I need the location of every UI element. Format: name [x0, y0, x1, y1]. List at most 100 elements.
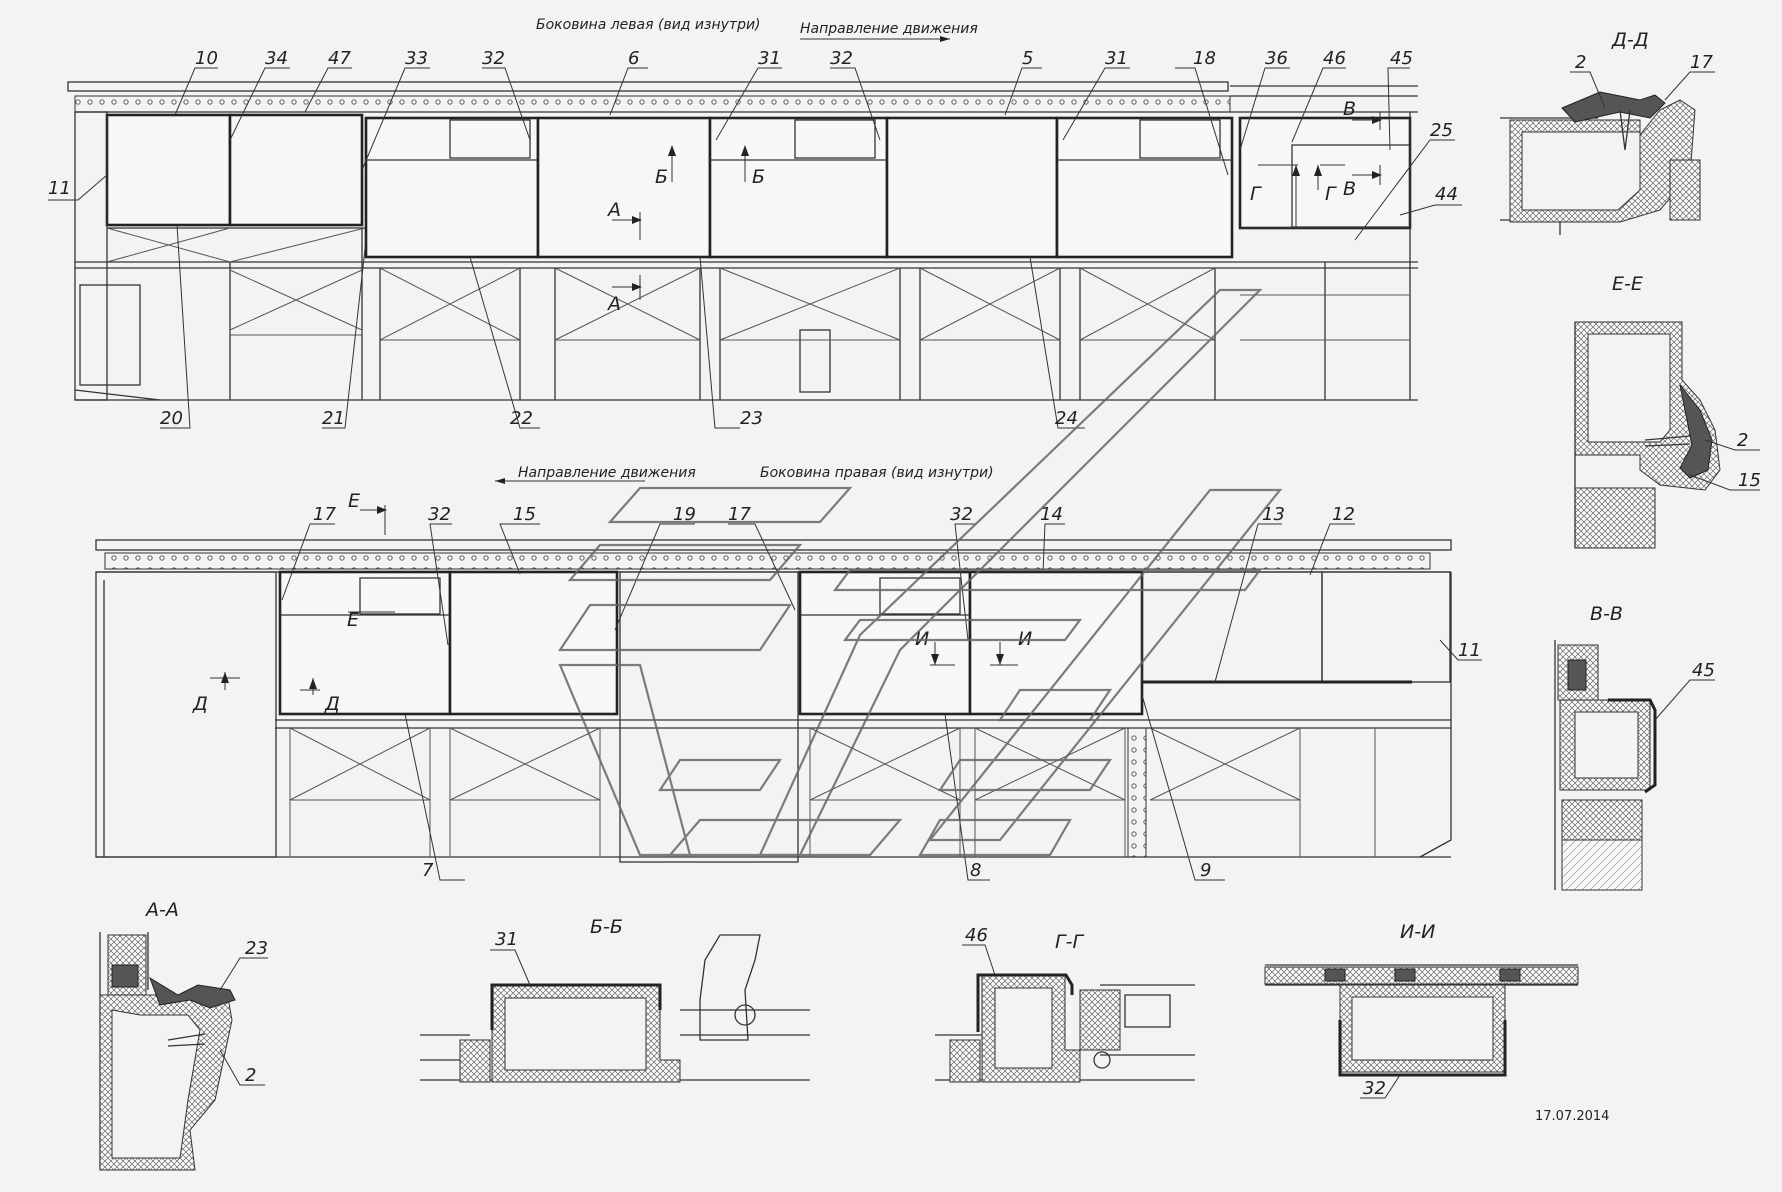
marker-g-lines: [1258, 164, 1345, 228]
right-truss-5: [1149, 727, 1376, 857]
callout-13: 13: [1262, 504, 1285, 525]
section-ii-label-32: 32: [1363, 1078, 1386, 1099]
section-aa: А-А 23 2: [99, 899, 268, 1171]
callout-10: 10: [195, 48, 218, 69]
leader-12: [1309, 523, 1355, 576]
callout-45: 45: [1390, 48, 1413, 69]
right-truss-3: [809, 727, 961, 857]
direction-arrow-bottom-icon: [495, 478, 505, 484]
marker-i-lines: [930, 642, 1018, 666]
section-ii: И-И 32: [1264, 921, 1579, 1099]
marker-v-lines: [1352, 112, 1381, 185]
right-roof-dots: [104, 552, 1431, 570]
leader-33: [361, 67, 430, 171]
callout-19: 19: [673, 504, 696, 525]
left-section-markers: Б Б А А Г Г В В: [606, 98, 1382, 315]
callout-46: 46: [1323, 48, 1346, 69]
left-window-7: [1055, 116, 1234, 259]
left-roof-dots: [74, 95, 1231, 113]
section-bb-title: Б-Б: [590, 916, 623, 938]
section-bb-track: [680, 1009, 810, 1036]
section-gg-leader-46: [962, 944, 996, 976]
right-lower-frame: [96, 572, 1452, 858]
section-bb: Б-Б 31: [420, 916, 810, 1083]
section-ii-cover: [1338, 1020, 1507, 1077]
left-truss-5: [554, 267, 701, 341]
left-truss-4: [379, 267, 521, 341]
right-truss-1: [289, 727, 431, 857]
drawing-date: 17.07.2014: [1535, 1109, 1609, 1124]
section-ee-seal: [1679, 384, 1713, 479]
leader-18: [1175, 67, 1229, 176]
right-top-callouts: 17 32 15 19 17 32 14 13 12 11: [281, 504, 1482, 683]
section-ii-seal-3: [1499, 968, 1521, 982]
leader-47: [304, 67, 352, 113]
left-step-box: [799, 329, 831, 393]
section-gg-title: Г-Г: [1055, 931, 1084, 953]
section-ii-leader-32: [1360, 1074, 1401, 1099]
section-aa-leader-23: [219, 957, 268, 991]
left-window-6: [885, 116, 1059, 259]
right-window-1: [278, 570, 452, 716]
right-bottom-callouts: 7 8 9: [404, 694, 1225, 881]
right-truss-2: [449, 727, 601, 857]
marker-a-bottom: А: [606, 293, 621, 315]
section-vv-label-45: 45: [1692, 660, 1715, 681]
marker-v-top: В: [1343, 98, 1356, 120]
right-truss-4: [974, 727, 1126, 857]
section-gg: Г-Г 46: [935, 925, 1195, 1083]
right-window-2: [448, 570, 619, 716]
section-dd-seal: [1561, 91, 1666, 123]
section-bb-latch-pivot: [734, 1004, 756, 1026]
right-window-3: [798, 570, 972, 716]
marker-g-arrow-icon: [1292, 165, 1322, 176]
callout-20: 20: [160, 408, 183, 429]
left-vent-2: [794, 119, 876, 159]
marker-v-bottom: В: [1343, 178, 1356, 200]
right-roof-rail: [95, 539, 1452, 551]
callout-32d: 32: [950, 504, 973, 525]
left-roof-rail: [67, 81, 1229, 92]
direction-arrow-top-icon: [940, 36, 950, 42]
section-bb-profile: [491, 984, 681, 1083]
left-bottom-callouts: 20 21 22 23 24: [160, 224, 1085, 429]
left-truss-8: [1079, 267, 1216, 341]
section-gg-clamp: [1079, 989, 1121, 1051]
section-vv-leader-45: [1654, 679, 1715, 721]
section-gg-profile: [981, 974, 1081, 1083]
leader-21: [322, 239, 367, 429]
right-side-title: Боковина правая (вид изнутри): [760, 465, 994, 481]
right-dotted-post: [1127, 727, 1147, 858]
callout-14: 14: [1040, 504, 1063, 525]
marker-d-left: Д: [192, 693, 208, 715]
leader-45: [1387, 67, 1410, 151]
section-ii-title: И-И: [1400, 921, 1435, 943]
section-ee-rivet: [1644, 435, 1691, 447]
section-dd-leader-17: [1664, 71, 1715, 101]
right-rear-post: [1419, 572, 1452, 858]
callout-24: 24: [1055, 408, 1078, 429]
section-bb-label-31: 31: [495, 929, 518, 950]
marker-a-arrow-icon: [632, 216, 642, 291]
left-side-view: Боковина левая (вид изнутри) Направление…: [48, 17, 1462, 429]
leader-15: [499, 523, 540, 575]
marker-a-lines: [612, 212, 641, 300]
callout-17b: 17: [728, 504, 751, 525]
section-vv: В-В 45: [1554, 603, 1715, 891]
callout-18: 18: [1193, 48, 1216, 69]
callout-15: 15: [513, 504, 536, 525]
leader-7: [404, 713, 465, 881]
right-door-area: [95, 571, 277, 858]
section-dd-title: Д-Д: [1611, 29, 1649, 51]
section-vv-cover: [1608, 698, 1657, 794]
leader-25: [1354, 139, 1455, 241]
leader-44: [1399, 204, 1462, 216]
leader-46: [1291, 67, 1346, 143]
callout-36: 36: [1265, 48, 1288, 69]
leader-6: [609, 67, 648, 116]
leader-20: [160, 224, 191, 429]
leader-32a: [482, 67, 531, 141]
section-gg-label-46: 46: [965, 925, 988, 946]
callout-34: 34: [265, 48, 288, 69]
left-rear-rails: [1240, 294, 1410, 341]
